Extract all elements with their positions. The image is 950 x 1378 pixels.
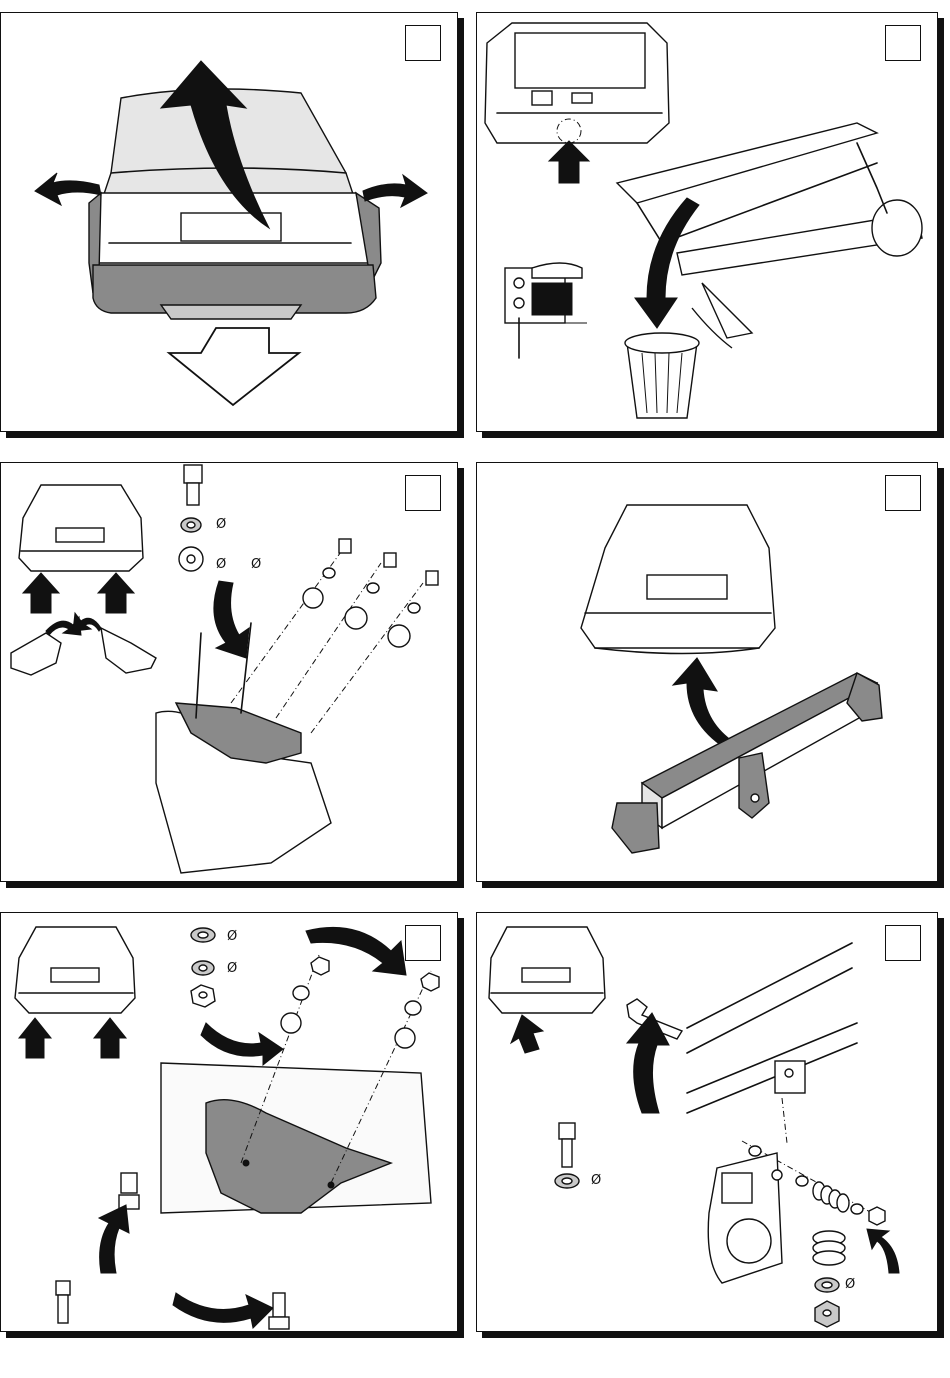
diameter-symbol: Ø bbox=[845, 1277, 855, 1292]
curved-arrow-icon bbox=[201, 1023, 283, 1065]
car-rear-thumbnail bbox=[15, 927, 135, 1013]
right-arrow-icon bbox=[363, 175, 427, 207]
step-number-box bbox=[405, 25, 441, 61]
step-number-box bbox=[405, 925, 441, 961]
bolt-icon bbox=[384, 553, 396, 567]
up-arrow-icon bbox=[23, 573, 59, 613]
diameter-symbol: Ø bbox=[227, 929, 237, 944]
down-arrow-icon bbox=[169, 328, 299, 405]
washer-icon bbox=[293, 986, 309, 1000]
washer-icon bbox=[815, 1278, 839, 1292]
step-panel-4 bbox=[476, 462, 938, 882]
washer-icon bbox=[555, 1174, 579, 1188]
waste-bin-icon bbox=[625, 333, 699, 418]
up-arrow-icon bbox=[19, 1018, 51, 1058]
nut-icon bbox=[421, 973, 439, 991]
washer-icon bbox=[179, 547, 203, 571]
socket-plate-illustration bbox=[477, 913, 938, 1332]
spring-icon bbox=[813, 1231, 845, 1265]
diameter-symbol: Ø bbox=[216, 517, 226, 532]
washer-icon bbox=[749, 1146, 761, 1156]
rear-bumper-removal-illustration bbox=[1, 13, 458, 432]
nut-icon bbox=[311, 957, 329, 975]
car-rear-thumbnail bbox=[19, 485, 143, 571]
step-number-box bbox=[885, 925, 921, 961]
washer-icon bbox=[181, 518, 201, 532]
spring-icon bbox=[813, 1182, 849, 1212]
washer-icon bbox=[345, 607, 367, 629]
washer-icon bbox=[192, 961, 214, 975]
washer-icon bbox=[408, 603, 420, 613]
washer-icon bbox=[395, 1028, 415, 1048]
part-disposal-illustration bbox=[477, 13, 938, 432]
washer-icon bbox=[323, 568, 335, 578]
washer-icon bbox=[405, 1001, 421, 1015]
down-arrow-icon bbox=[214, 581, 249, 658]
step-panel-3: Ø Ø Ø bbox=[0, 462, 458, 882]
diameter-symbol: Ø bbox=[591, 1173, 601, 1188]
diameter-symbol: Ø bbox=[227, 961, 237, 976]
bolt-icon bbox=[559, 1123, 575, 1167]
step-number-box bbox=[885, 25, 921, 61]
car-rear-view bbox=[581, 505, 775, 654]
bolt-icon bbox=[184, 465, 202, 505]
step-panel-5: Ø Ø bbox=[0, 912, 458, 1332]
up-arrow-icon bbox=[511, 1015, 543, 1053]
up-arrow-icon bbox=[549, 141, 589, 183]
bolt-icon bbox=[56, 1281, 70, 1323]
bolt-icon bbox=[339, 539, 351, 553]
up-arrow-icon bbox=[94, 1018, 126, 1058]
up-arrow-icon bbox=[673, 658, 735, 748]
step-number-box bbox=[885, 475, 921, 511]
bracket-fitting-illustration bbox=[1, 463, 458, 882]
step-panel-1 bbox=[0, 12, 458, 432]
towbar-mounting-illustration bbox=[477, 463, 938, 882]
washer-icon bbox=[281, 1013, 301, 1033]
bolt-icon bbox=[119, 1173, 139, 1209]
washer-icon bbox=[388, 625, 410, 647]
nut-icon bbox=[869, 1207, 885, 1225]
washer-icon bbox=[367, 583, 379, 593]
washer-icon bbox=[303, 588, 323, 608]
diameter-symbol: Ø bbox=[251, 557, 261, 572]
curved-arrow-icon bbox=[173, 1293, 273, 1328]
step-panel-2 bbox=[476, 12, 938, 432]
socket-plate bbox=[708, 1153, 782, 1283]
diameter-symbol: Ø bbox=[216, 557, 226, 572]
up-arrow-icon bbox=[867, 1229, 899, 1273]
washer-icon bbox=[851, 1204, 863, 1214]
washer-icon bbox=[796, 1176, 808, 1186]
step-number-box bbox=[405, 475, 441, 511]
car-rear-thumbnail bbox=[489, 927, 605, 1013]
nut-icon bbox=[191, 985, 215, 1007]
left-arrow-icon bbox=[35, 173, 101, 205]
washer-icon bbox=[191, 928, 215, 942]
bolt-icon bbox=[269, 1293, 289, 1329]
step-panel-6: Ø Ø bbox=[476, 912, 938, 1332]
up-arrow-icon bbox=[98, 573, 134, 613]
up-arrow-icon bbox=[99, 1205, 129, 1273]
nut-icon bbox=[815, 1301, 839, 1327]
bolt-icon bbox=[426, 571, 438, 585]
